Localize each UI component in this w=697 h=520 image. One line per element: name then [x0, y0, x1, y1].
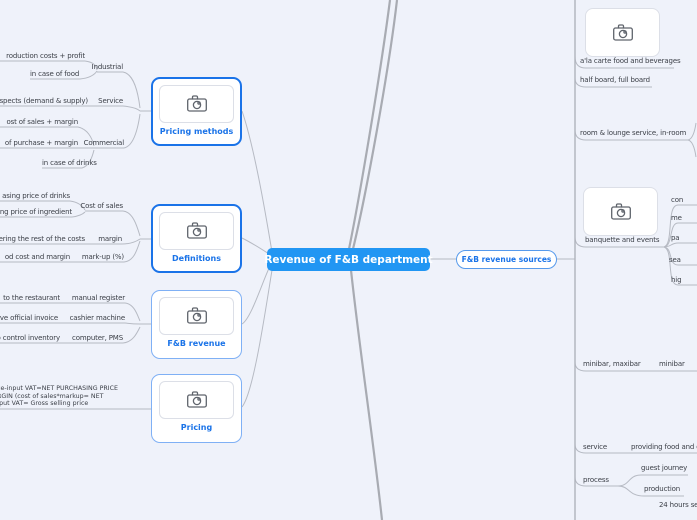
branch-node-fnb-revenue[interactable]: F&B revenue: [151, 290, 242, 359]
leaf-node[interactable]: in case of food: [30, 70, 80, 78]
leaf-node[interactable]: ve official invoice: [0, 314, 58, 322]
node-margin[interactable]: margin: [98, 235, 122, 243]
node-computer-pms[interactable]: computer, PMS: [72, 334, 123, 342]
leaf-node[interactable]: asing price of drinks: [2, 192, 70, 200]
node-mark-up[interactable]: mark-up (%): [81, 253, 124, 261]
node-minibar-maxibar[interactable]: minibar, maxibar: [583, 360, 641, 368]
leaf-node[interactable]: con: [671, 196, 684, 204]
image-placeholder[interactable]: [585, 8, 660, 57]
node-production[interactable]: production: [644, 485, 681, 493]
node-pricing-formula[interactable]: rice-input VAT=NET PURCHASING PRICE ARGI…: [0, 385, 118, 408]
image-placeholder[interactable]: [159, 297, 234, 335]
node-24-hours[interactable]: 24 hours serv: [659, 501, 697, 509]
node-minibar[interactable]: minibar: [659, 360, 685, 368]
leaf-node[interactable]: pa: [671, 234, 680, 242]
leaf-node[interactable]: spects (demand & supply): [0, 97, 88, 105]
camera-icon: [186, 307, 207, 324]
node-cashier-machine[interactable]: cashier machine: [69, 314, 126, 322]
node-industrial[interactable]: Industrial: [91, 63, 123, 71]
image-placeholder[interactable]: [583, 187, 658, 236]
leaf-node[interactable]: ost of sales + margin: [6, 118, 78, 126]
camera-icon: [186, 222, 207, 239]
leaf-node[interactable]: ering the rest of the costs: [0, 235, 85, 243]
camera-icon: [610, 202, 631, 220]
node-half-board[interactable]: half board, full board: [580, 76, 650, 84]
leaf-node[interactable]: me: [671, 214, 682, 222]
branch-label: Pricing methods: [159, 127, 234, 136]
branch-node-pricing[interactable]: Pricing: [151, 374, 242, 443]
branch-wires: [0, 55, 697, 497]
leaf-node[interactable]: in case of drinks: [42, 159, 97, 167]
node-service-method[interactable]: Service: [98, 97, 123, 105]
leaf-node[interactable]: to the restaurant: [3, 294, 60, 302]
branch-node-fnb-revenue-sources[interactable]: F&B revenue sources: [456, 250, 557, 269]
branch-node-pricing-methods[interactable]: Pricing methods: [151, 77, 242, 146]
branch-label: Pricing: [180, 423, 213, 432]
branch-label: F&B revenue: [167, 339, 226, 348]
node-guest-journey[interactable]: guest journey: [641, 464, 688, 472]
leaf-node[interactable]: hig: [671, 276, 682, 284]
leaf-node[interactable]: of purchase + margin: [4, 139, 78, 147]
node-manual-register[interactable]: manual register: [71, 294, 125, 302]
leaf-node[interactable]: od cost and margin: [4, 253, 70, 261]
leaf-node[interactable]: ng price of ingredient: [0, 208, 72, 216]
leaf-node[interactable]: roduction costs + profit: [6, 52, 85, 60]
branch-label: Definitions: [172, 254, 221, 263]
image-placeholder[interactable]: [159, 212, 234, 250]
formula-line: utput VAT= Gross selling price: [0, 400, 89, 408]
node-banquette-events[interactable]: banquette and events: [585, 236, 660, 244]
branch-node-definitions[interactable]: Definitions: [151, 204, 242, 273]
formula-line: rice-input VAT=NET PURCHASING PRICE: [0, 385, 118, 392]
camera-icon: [186, 95, 207, 112]
camera-icon: [186, 391, 207, 408]
node-cost-of-sales[interactable]: Cost of sales: [80, 202, 123, 210]
root-node[interactable]: Revenue of F&B department: [264, 248, 433, 271]
formula-line: ARGIN (cost of sales*markup= NET: [0, 392, 104, 400]
image-placeholder[interactable]: [159, 381, 234, 419]
node-room-lounge-service[interactable]: room & lounge service, in-room: [580, 129, 687, 137]
node-ala-carte[interactable]: a'la carte food and beverages: [580, 57, 681, 65]
node-commercial[interactable]: Commercial: [83, 139, 125, 147]
image-placeholder[interactable]: [159, 85, 234, 123]
node-process[interactable]: process: [583, 476, 609, 484]
node-providing-food[interactable]: providing food and dini: [631, 443, 697, 451]
node-service[interactable]: service: [583, 443, 608, 451]
leaf-node[interactable]: sea: [669, 256, 681, 264]
leaf-node[interactable]: o control inventory: [0, 334, 60, 342]
trunk-wires: [347, 0, 399, 520]
camera-icon: [612, 23, 633, 41]
